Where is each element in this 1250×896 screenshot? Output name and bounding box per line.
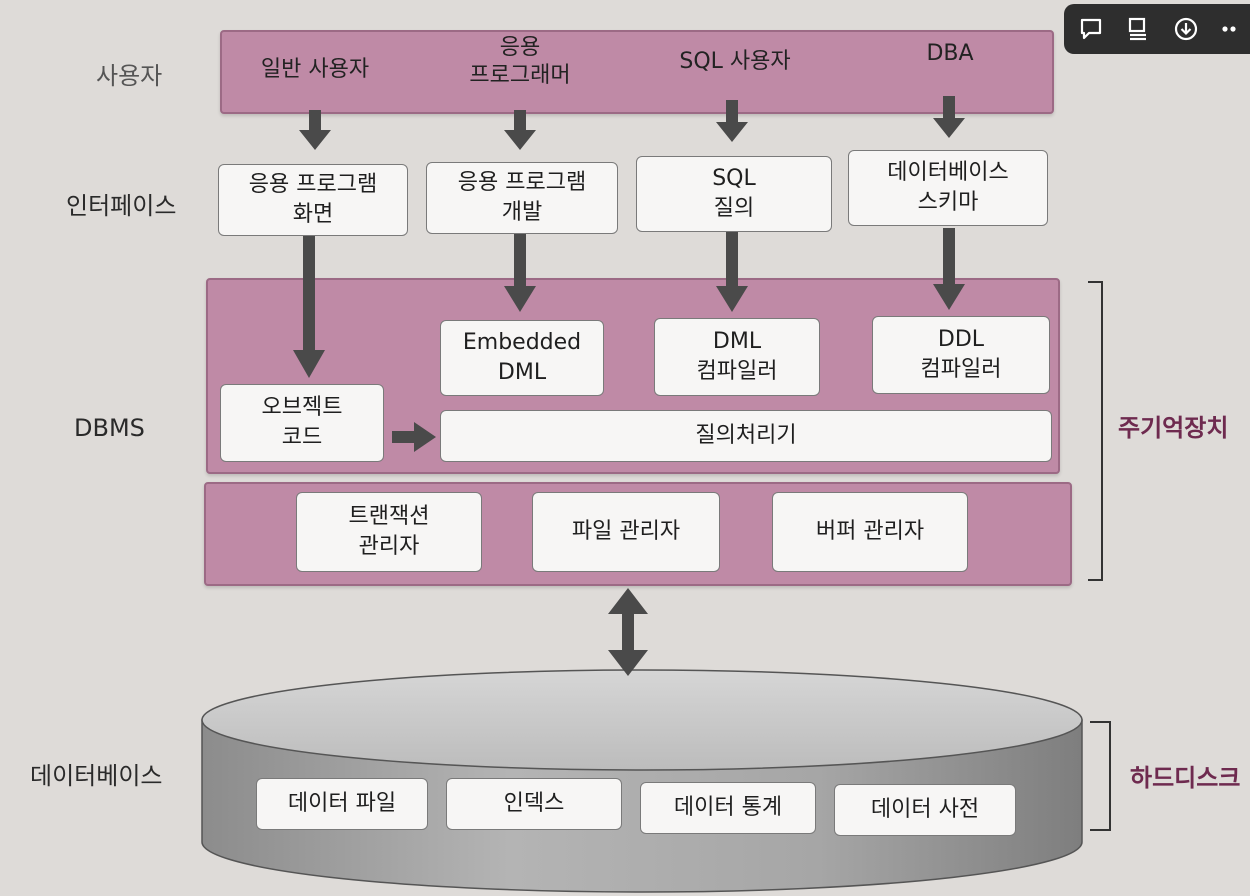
arrows-interface-to-dbms [293, 228, 965, 378]
arrow-object-to-query [392, 422, 436, 452]
user-general: 일반 사용자 [260, 57, 370, 82]
storage-data-stats: 데이터 통계 [640, 782, 816, 834]
dbms-object-code: 오브젝트 코드 [220, 384, 384, 462]
dbms-ddl-compiler: DDL 컴파일러 [872, 316, 1050, 394]
label-hard-disk: 하드디스크 [1130, 764, 1241, 792]
user-dba: DBA [926, 41, 974, 66]
dbms-transaction-manager: 트랜잭션 관리자 [296, 492, 482, 572]
users-band [220, 30, 1054, 114]
interface-sql-query: SQL 질의 [636, 156, 832, 232]
storage-data-dictionary: 데이터 사전 [834, 784, 1016, 836]
download-icon[interactable] [1169, 10, 1203, 48]
arrows-users-to-interface [299, 96, 965, 150]
row-label-dbms: DBMS [74, 414, 145, 442]
dbms-query-processor: 질의처리기 [440, 410, 1052, 462]
row-label-users: 사용자 [96, 62, 163, 90]
viewer-toolbar [1064, 4, 1250, 54]
storage-index: 인덱스 [446, 778, 622, 830]
more-icon[interactable] [1217, 10, 1250, 48]
arrow-dbms-database [608, 588, 648, 676]
interface-db-schema: 데이터베이스 스키마 [848, 150, 1048, 226]
bracket-main-memory [1088, 281, 1103, 581]
user-sql-user: SQL 사용자 [679, 49, 791, 74]
comment-icon[interactable] [1074, 10, 1108, 48]
row-label-database: 데이터베이스 [30, 762, 163, 790]
label-main-memory: 주기억장치 [1118, 414, 1229, 442]
dbms-buffer-manager: 버퍼 관리자 [772, 492, 968, 572]
interface-app-screen: 응용 프로그램 화면 [218, 164, 408, 236]
row-label-interface: 인터페이스 [66, 192, 177, 220]
interface-app-dev: 응용 프로그램 개발 [426, 162, 618, 234]
bracket-hard-disk [1090, 721, 1111, 831]
dbms-embedded-dml: Embedded DML [440, 320, 604, 396]
storage-data-file: 데이터 파일 [256, 778, 428, 830]
dbms-file-manager: 파일 관리자 [532, 492, 720, 572]
user-app-programmer: 응용 프로그래머 [469, 35, 571, 88]
notes-icon[interactable] [1122, 10, 1156, 48]
dbms-dml-compiler: DML 컴파일러 [654, 318, 820, 396]
